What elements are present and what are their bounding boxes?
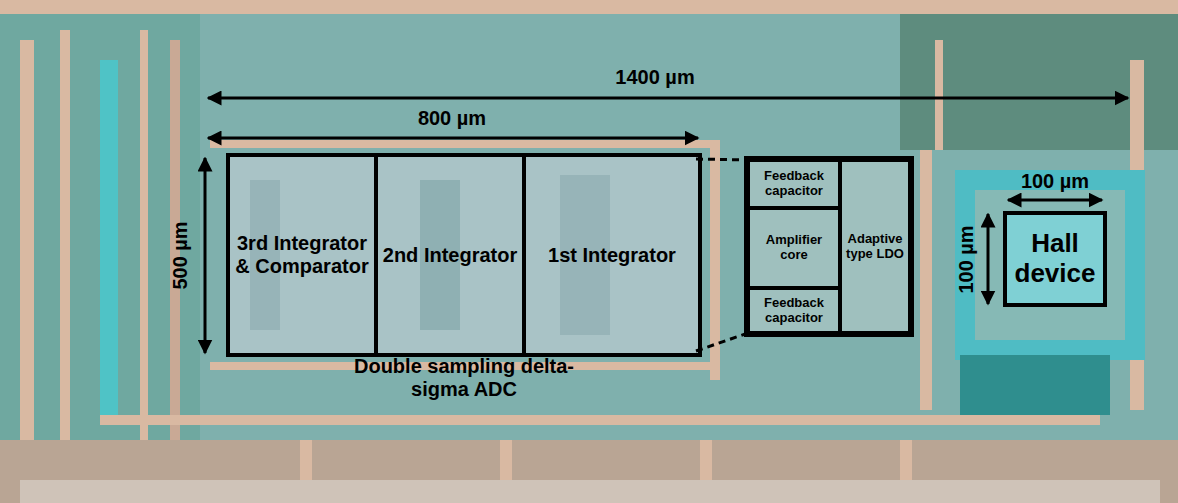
ldo-box: Adaptive type LDO	[838, 158, 912, 335]
metal-trace	[210, 140, 710, 148]
metal-trace	[140, 30, 148, 450]
dimension-arrow	[208, 137, 698, 140]
zoom-line	[696, 333, 748, 351]
block-label: Hall device	[1009, 229, 1101, 289]
metal-trace	[500, 440, 512, 480]
dimension-arrow	[1008, 199, 1102, 202]
adc-area	[228, 157, 700, 355]
pad-row	[0, 440, 1178, 503]
metal-trace	[700, 440, 712, 480]
dimension-label: 1400 µm	[615, 66, 694, 89]
dimension-label: 500 µm	[168, 221, 191, 289]
block-caption: Double sampling delta-sigma ADC	[349, 355, 579, 401]
metal-trace	[20, 40, 34, 460]
dimension-label: 100 µm	[1021, 170, 1089, 193]
die-region	[960, 355, 1110, 415]
hall-device-box: Hall device	[1003, 211, 1107, 307]
amplifier-group-outline	[746, 158, 912, 335]
amp-area	[748, 160, 910, 333]
metal-trace	[300, 440, 312, 480]
zoom-line	[696, 159, 748, 160]
block-label: Feedback capacitor	[752, 169, 836, 199]
block-label: 1st Integrator	[548, 244, 676, 267]
die-region	[0, 0, 200, 503]
metal-trace	[900, 440, 912, 480]
integrator-box: 1st Integrator	[526, 157, 698, 353]
amplifier-box: Amplifier core	[746, 206, 842, 290]
integrator-box: 3rd Integrator & Comparator	[230, 157, 378, 353]
block-label: Adaptive type LDO	[844, 232, 906, 262]
hall-guard-ring	[955, 170, 1145, 360]
dimension-arrow	[204, 158, 207, 353]
metal-trace	[935, 40, 943, 150]
hall-plate	[1005, 213, 1105, 305]
capacitor-box: Feedback capacitor	[746, 286, 842, 335]
block-label: 2nd Integrator	[383, 244, 517, 267]
integrator-box: 2nd Integrator	[378, 157, 526, 353]
block-label: Feedback capacitor	[752, 296, 836, 326]
dimension-label: 800 µm	[418, 107, 486, 130]
metal-trace	[60, 30, 70, 460]
dimension-arrow	[987, 214, 990, 304]
pad-row	[20, 480, 1160, 503]
metal-trace	[0, 0, 1178, 14]
dimension-label: 100 µm	[954, 225, 977, 293]
die-region	[100, 60, 118, 420]
dimension-arrow	[208, 97, 1128, 100]
block-label: 3rd Integrator & Comparator	[234, 232, 370, 278]
capacitor-box: Feedback capacitor	[746, 158, 842, 210]
hall-guard-ring	[975, 190, 1125, 340]
adc-box: Double sampling delta-sigma ADC3rd Integ…	[226, 153, 702, 357]
metal-trace	[920, 150, 932, 410]
metal-trace	[710, 140, 720, 380]
metal-trace	[100, 415, 1100, 425]
block-label: Amplifier core	[752, 233, 836, 263]
